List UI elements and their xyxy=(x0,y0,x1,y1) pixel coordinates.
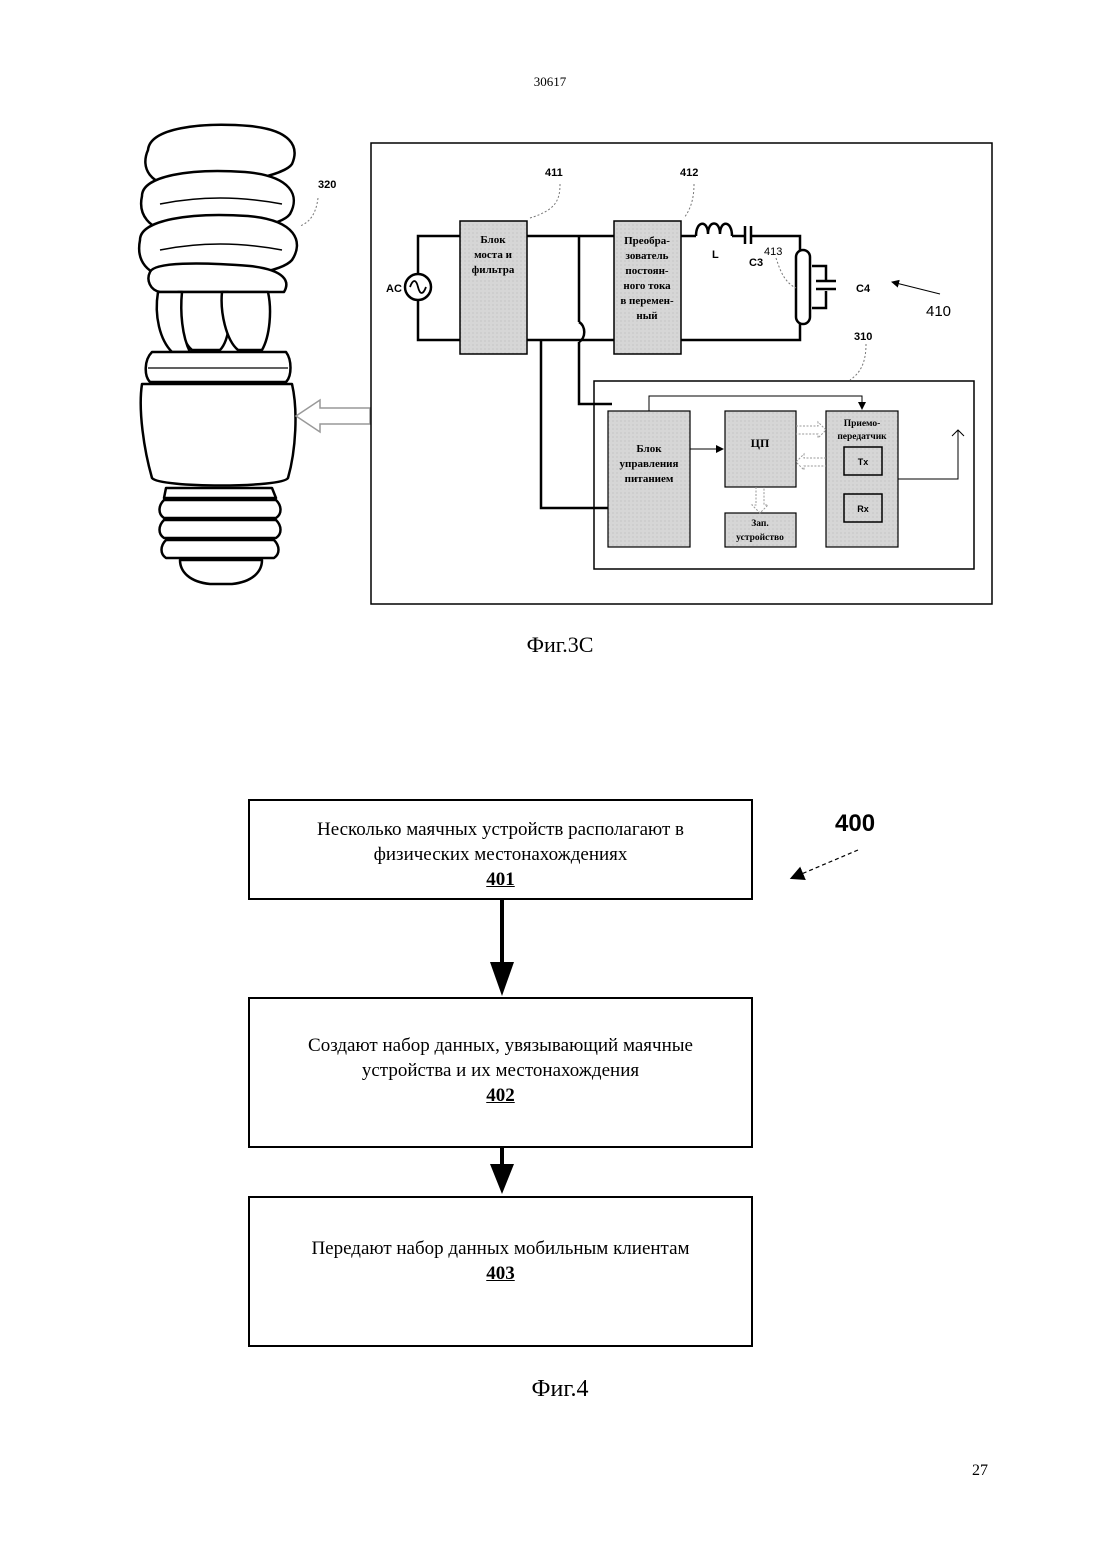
label-412: 412 xyxy=(680,167,698,179)
label-411: 411 xyxy=(545,167,563,179)
svg-text:питанием: питанием xyxy=(625,473,674,485)
label-c4: C4 xyxy=(856,283,871,295)
rx-label: Rx xyxy=(857,504,869,514)
svg-text:Приемо-: Приемо- xyxy=(844,419,881,429)
hollow-arrow xyxy=(296,400,370,432)
tx-label: Tx xyxy=(858,457,869,467)
svg-text:передатчик: передатчик xyxy=(837,432,887,442)
svg-text:фильтра: фильтра xyxy=(472,264,515,276)
svg-text:в перемен-: в перемен- xyxy=(620,295,674,307)
label-410: 410 xyxy=(926,303,951,320)
svg-text:Преобра-: Преобра- xyxy=(624,235,670,247)
figure-3c-caption: Фиг.3С xyxy=(430,632,690,658)
svg-text:устройство: устройство xyxy=(736,532,784,543)
label-inductor: L xyxy=(712,249,719,261)
svg-text:зователь: зователь xyxy=(625,250,668,262)
flow-step-text: Несколько маячных устройств располагают … xyxy=(286,817,715,867)
svg-text:Блок: Блок xyxy=(636,443,662,455)
svg-text:Зап.: Зап. xyxy=(751,519,769,529)
svg-text:моста и: моста и xyxy=(474,249,513,261)
figure-3c-diagram: 320 Блок xyxy=(0,0,1100,680)
page-number: 27 xyxy=(972,1462,988,1480)
flow-step-402: Создают набор данных, увязывающий маячны… xyxy=(248,997,753,1148)
label-310: 310 xyxy=(854,331,872,343)
label-320: 320 xyxy=(318,179,336,191)
svg-text:Блок: Блок xyxy=(480,234,506,246)
flow-step-text: Создают набор данных, увязывающий маячны… xyxy=(276,1033,725,1083)
flow-step-number: 402 xyxy=(276,1083,725,1108)
flow-step-text: Передают набор данных мобильным клиентам xyxy=(270,1236,731,1261)
flow-step-number: 401 xyxy=(286,867,715,892)
svg-text:ный: ный xyxy=(636,310,658,322)
figure-4-caption: Фиг.4 xyxy=(430,1376,690,1403)
svg-text:управления: управления xyxy=(620,458,679,470)
label-ac: AC xyxy=(386,283,402,295)
label-400: 400 xyxy=(835,810,875,838)
svg-text:постоян-: постоян- xyxy=(625,265,669,277)
label-413: 413 xyxy=(764,246,782,258)
flow-step-number: 403 xyxy=(270,1261,731,1286)
cpu-label: ЦП xyxy=(751,436,770,450)
flow-step-403: Передают набор данных мобильным клиентам… xyxy=(248,1196,753,1347)
cfl-bulb-drawing xyxy=(139,125,297,584)
label-c3: C3 xyxy=(749,257,763,269)
flow-step-401: Несколько маячных устройств располагают … xyxy=(248,799,753,900)
svg-text:ного тока: ного тока xyxy=(623,280,671,292)
leader-400 xyxy=(792,850,858,878)
